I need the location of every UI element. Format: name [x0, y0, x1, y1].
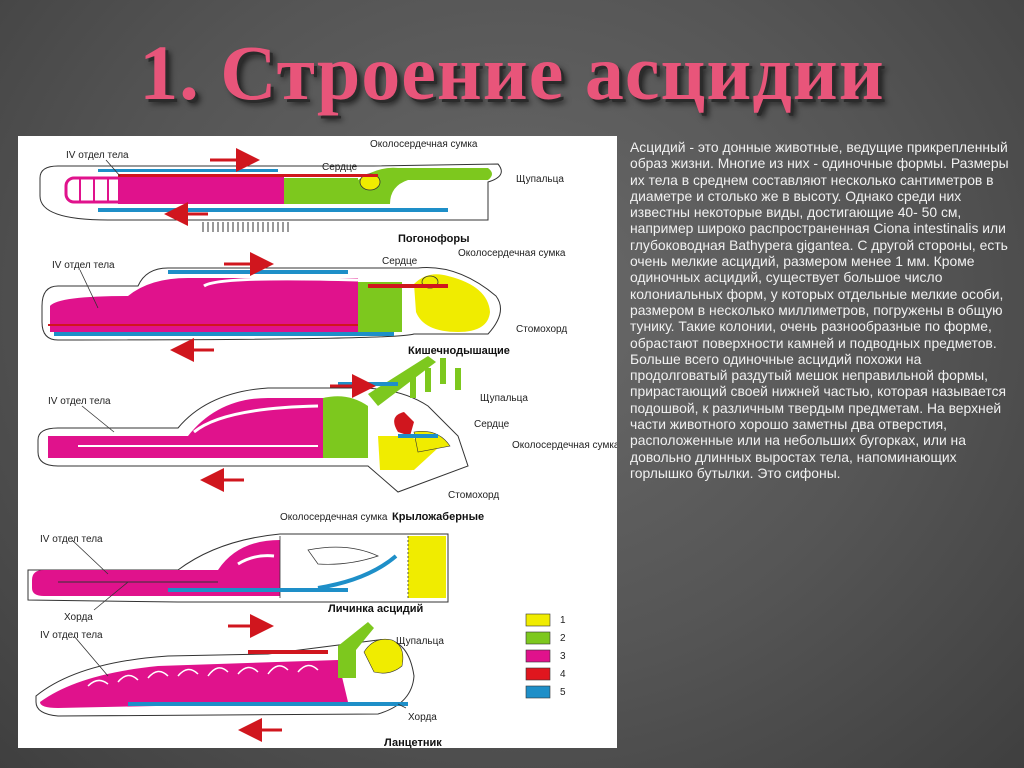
- legend-label-4: 4: [560, 669, 566, 680]
- ascidian-description-text: Асцидий - это донные животные, ведущие п…: [630, 139, 1009, 481]
- ascidian-larva-figure: IV отдел тела Околосердечная сумка Хорда…: [27, 512, 449, 623]
- pogonophora-tentacles-label: Щупальца: [516, 174, 564, 185]
- pterobranchia-figure: IV отдел тела Щупальца Сердце Околосерде…: [37, 356, 617, 523]
- amphioxus-figure: IV отдел тела Щупальца Хорда Ланцетник: [35, 614, 444, 748]
- pterobranchia-tentacles-label: Щупальца: [480, 393, 528, 404]
- legend-swatch-2: [525, 631, 551, 645]
- larva-notochord-label: Хорда: [64, 612, 93, 623]
- legend-label-3: 3: [560, 651, 566, 662]
- pogonophora-caption: Погонофоры: [398, 233, 469, 245]
- amphioxus-segment-label: IV отдел тела: [40, 630, 103, 641]
- amphioxus-tentacles-label: Щупальца: [396, 636, 444, 647]
- diagram-panel: IV отдел тела Сердце Околосердечная сумк…: [18, 136, 617, 748]
- enteropneusta-segment-label: IV отдел тела: [52, 260, 115, 271]
- pterobranchia-segment-label: IV отдел тела: [48, 396, 111, 407]
- pogonophora-figure: IV отдел тела Сердце Околосердечная сумк…: [39, 139, 564, 245]
- pterobranchia-pericardium-label: Околосердечная сумка: [512, 440, 617, 451]
- legend-swatch-1: [525, 613, 551, 627]
- comparative-anatomy-diagram: IV отдел тела Сердце Околосердечная сумк…: [27, 139, 617, 748]
- enteropneusta-caption: Кишечнодышащие: [408, 345, 510, 357]
- legend-swatch-5: [525, 685, 551, 699]
- larva-caption: Личинка асцидий: [328, 603, 423, 615]
- larva-pericardium-label: Околосердечная сумка: [280, 512, 388, 523]
- color-legend: 1 2 3 4 5: [525, 613, 566, 699]
- enteropneusta-pericardium-label: Околосердечная сумка: [458, 248, 566, 259]
- amphioxus-caption: Ланцетник: [384, 737, 442, 748]
- legend-swatch-3: [525, 649, 551, 663]
- legend-label-1: 1: [560, 615, 566, 626]
- pterobranchia-stomochord-label: Стомохорд: [448, 490, 499, 501]
- larva-segment-label: IV отдел тела: [40, 534, 103, 545]
- enteropneusta-stomochord-label: Стомохорд: [516, 324, 567, 335]
- pogonophora-heart-label: Сердце: [322, 162, 358, 173]
- pogonophora-segment-label: IV отдел тела: [66, 150, 129, 161]
- enteropneusta-heart-label: Сердце: [382, 256, 418, 267]
- pterobranchia-caption: Крыложаберные: [392, 511, 484, 523]
- legend-swatch-4: [525, 667, 551, 681]
- pogonophora-pericardium-label: Околосердечная сумка: [370, 139, 478, 150]
- enteropneusta-figure: IV отдел тела Сердце Околосердечная сумк…: [41, 248, 567, 362]
- pterobranchia-heart-label: Сердце: [474, 419, 510, 430]
- slide-title: 1. Строение асцидии: [139, 29, 885, 116]
- legend-label-5: 5: [560, 687, 566, 698]
- amphioxus-notochord-label: Хорда: [408, 712, 437, 723]
- legend-label-2: 2: [560, 633, 566, 644]
